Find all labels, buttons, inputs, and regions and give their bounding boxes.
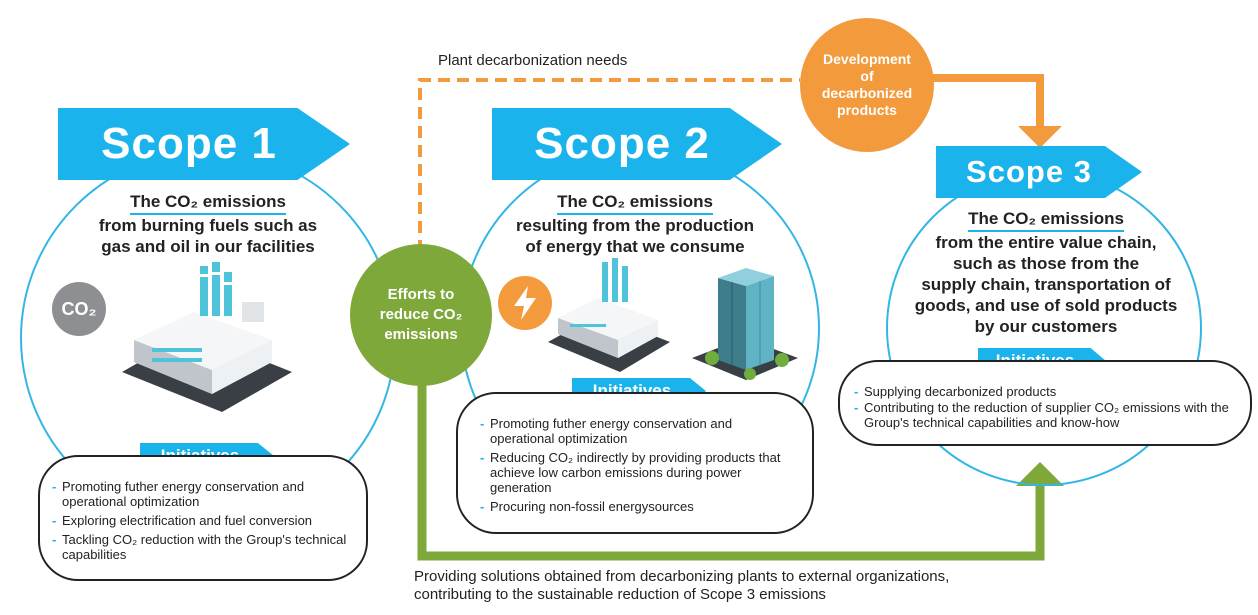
efforts-circle: Efforts to reduce CO₂ emissions (350, 244, 492, 386)
list-item: Exploring electrification and fuel conve… (52, 513, 348, 528)
scope2-title: The CO₂ emissions resulting from the pro… (516, 192, 754, 256)
scope1-title: The CO₂ emissions from burning fuels suc… (98, 192, 318, 256)
plant-needs-dashed-line (418, 78, 800, 252)
list-item: Promoting futher energy conservation and… (480, 416, 798, 446)
scope3-banner: Scope 3 (936, 146, 1142, 198)
list-item: Reducing CO₂ indirectly by providing pro… (480, 450, 798, 495)
list-item: Promoting futher energy conservation and… (52, 479, 348, 509)
list-item: Contributing to the reduction of supplie… (854, 400, 1240, 430)
scope2-label: Scope 2 (534, 119, 710, 168)
scope1-label: Scope 1 (101, 119, 277, 168)
list-item: Procuring non-fossil energysources (480, 499, 798, 514)
list-item: Tackling CO₂ reduction with the Group's … (52, 532, 348, 562)
scope3-title: The CO₂ emissions from the entire value … (914, 209, 1178, 336)
factory-illustration-icon (548, 258, 670, 372)
development-arrow-line (930, 74, 1044, 130)
scope2-initiatives-box: Promoting futher energy conservation and… (456, 392, 814, 534)
co2-badge-icon: CO₂ (52, 282, 106, 336)
solutions-note: Providing solutions obtained from decarb… (414, 568, 950, 603)
scope1-initiatives-box: Promoting futher energy conservation and… (38, 455, 368, 581)
development-circle: Development of decarbonized products (800, 18, 934, 152)
lightning-icon (498, 276, 552, 330)
scope2-banner: Scope 2 (492, 108, 782, 180)
solutions-arrow-line (417, 380, 1045, 561)
plant-needs-label: Plant decarbonization needs (438, 52, 628, 69)
scope3-label: Scope 3 (966, 154, 1092, 189)
scope3-initiatives-box: Supplying decarbonized products Contribu… (838, 360, 1252, 446)
list-item: Supplying decarbonized products (854, 384, 1240, 399)
office-building-icon (692, 268, 798, 380)
factory-illustration-icon (122, 262, 292, 412)
development-arrow-head (1018, 126, 1062, 148)
scope1-banner: Scope 1 (58, 108, 350, 180)
